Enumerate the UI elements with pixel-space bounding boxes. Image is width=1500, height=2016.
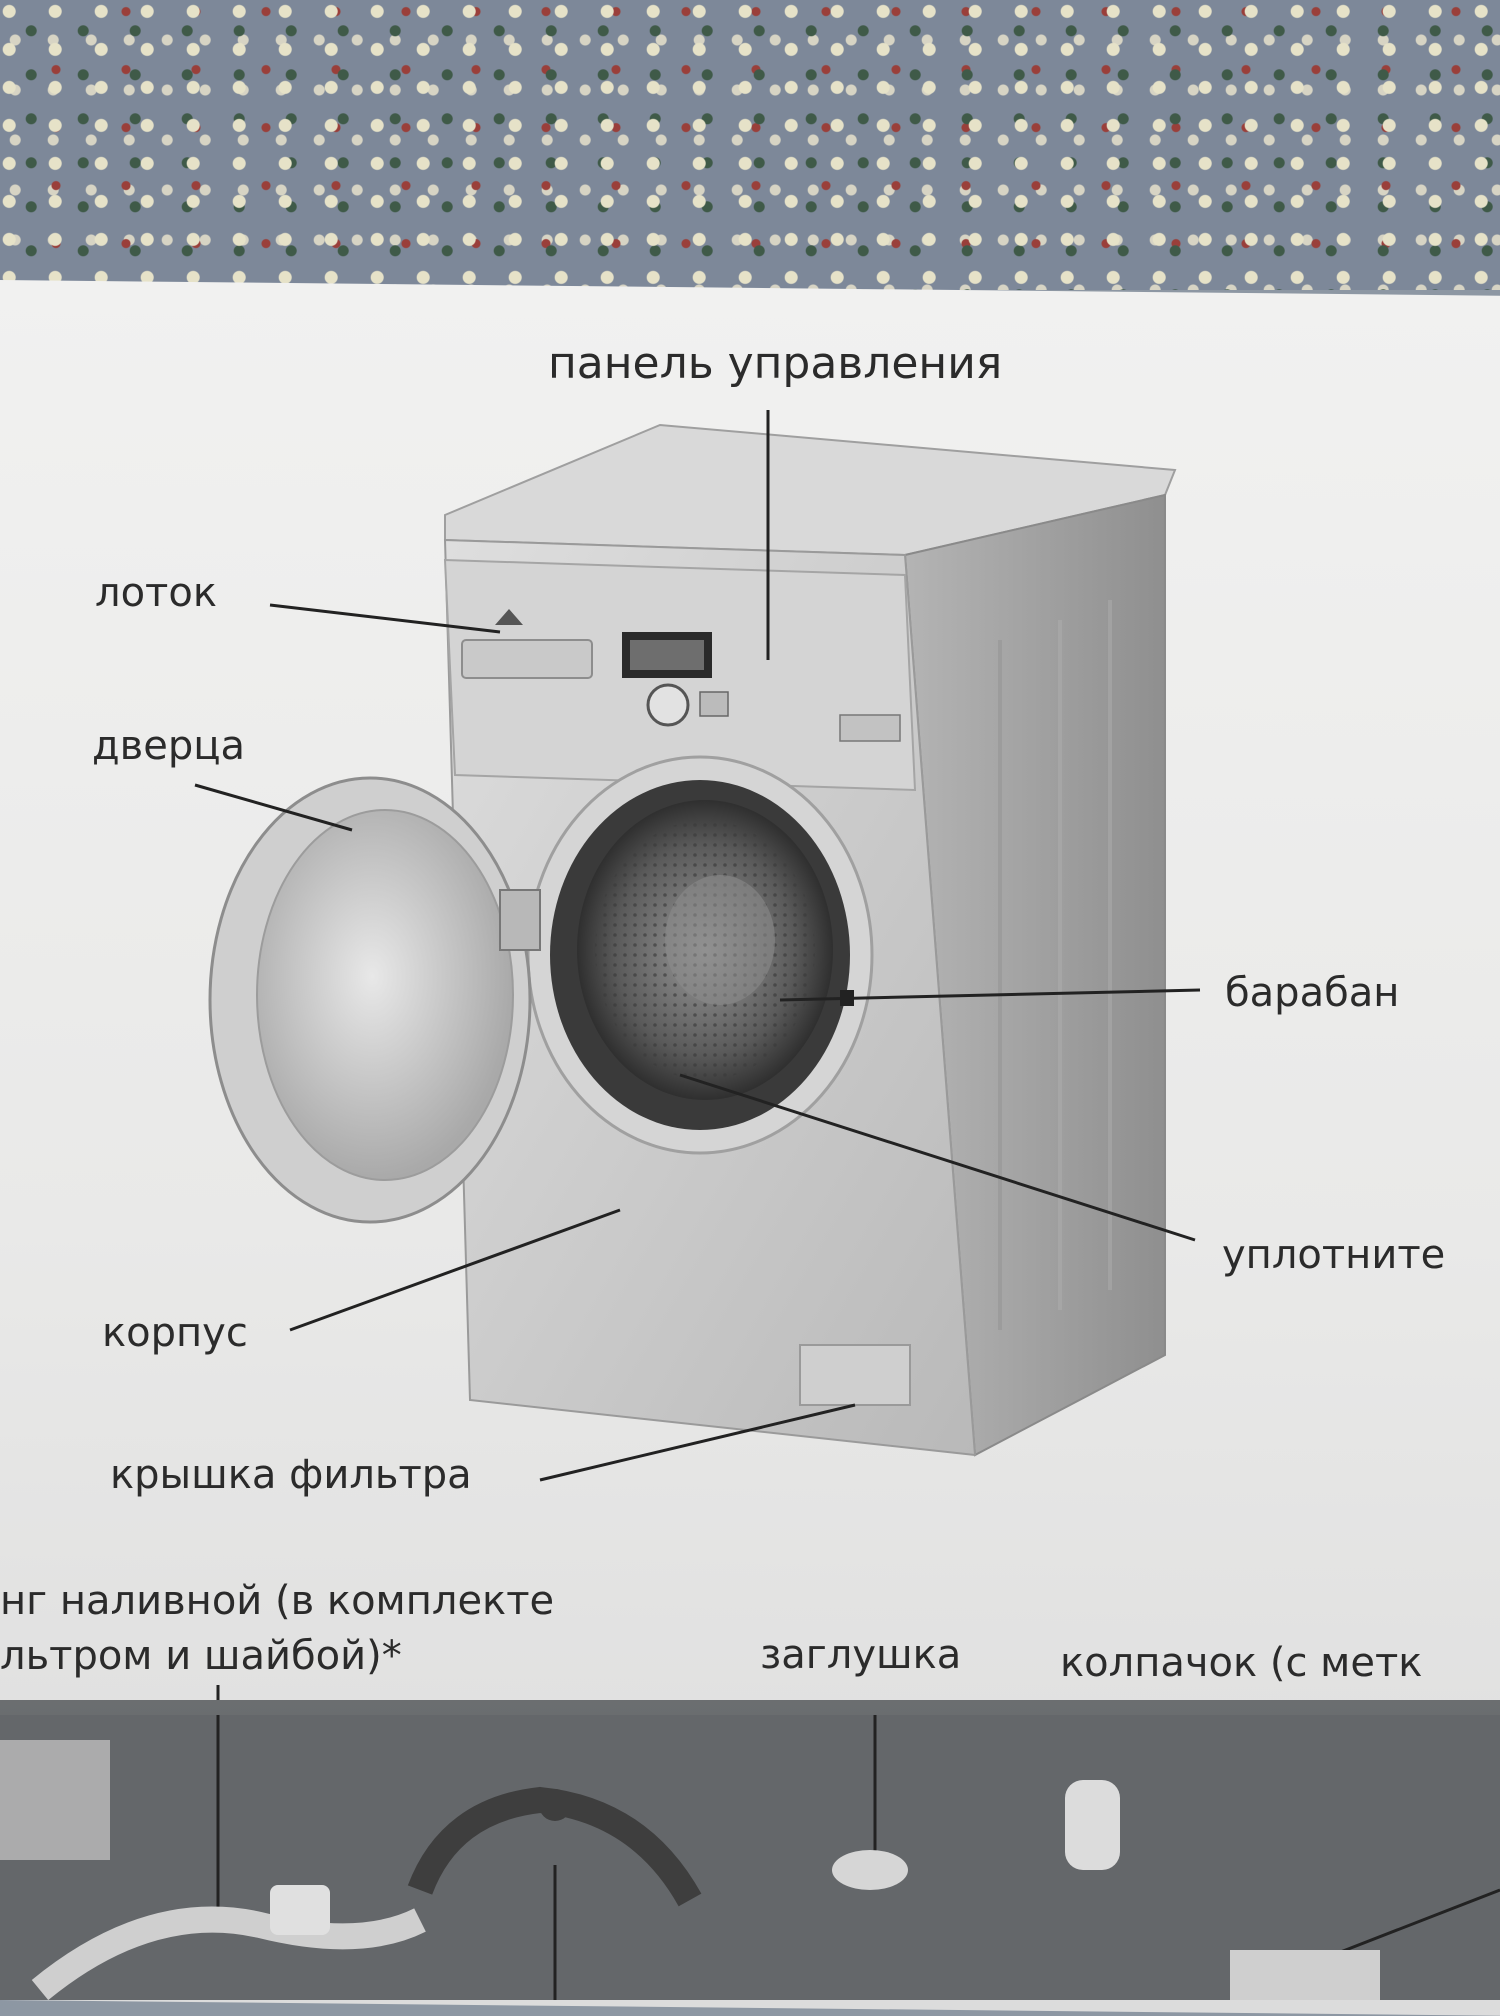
label-cap: колпачок (с метк — [1060, 1640, 1423, 1686]
label-inlet-hose-line2: льтром и шайбой)* — [0, 1633, 402, 1679]
plug-item — [832, 1850, 908, 1890]
cap-item — [1065, 1780, 1120, 1870]
label-inlet-hose-line1: нг наливной (в комплекте — [0, 1578, 555, 1624]
inlet-hose — [31, 1906, 426, 2000]
brand-logo — [495, 609, 523, 625]
door-glass — [256, 809, 514, 1181]
label-door: дверца — [92, 723, 245, 769]
door-hinge — [499, 889, 541, 951]
detergent-tray — [461, 639, 593, 679]
label-filter-cover: крышка фильтра — [110, 1452, 472, 1498]
label-control-panel: панель управления — [548, 338, 1003, 389]
label-seal: уплотните — [1222, 1232, 1446, 1278]
label-drum: барабан — [1225, 970, 1400, 1016]
carpet-background — [0, 0, 1500, 290]
label-plug: заглушка — [760, 1632, 962, 1678]
label-tray: лоток — [95, 570, 217, 616]
program-knob — [646, 683, 690, 727]
label-body: корпус — [102, 1310, 248, 1356]
filter-cover — [799, 1344, 911, 1406]
